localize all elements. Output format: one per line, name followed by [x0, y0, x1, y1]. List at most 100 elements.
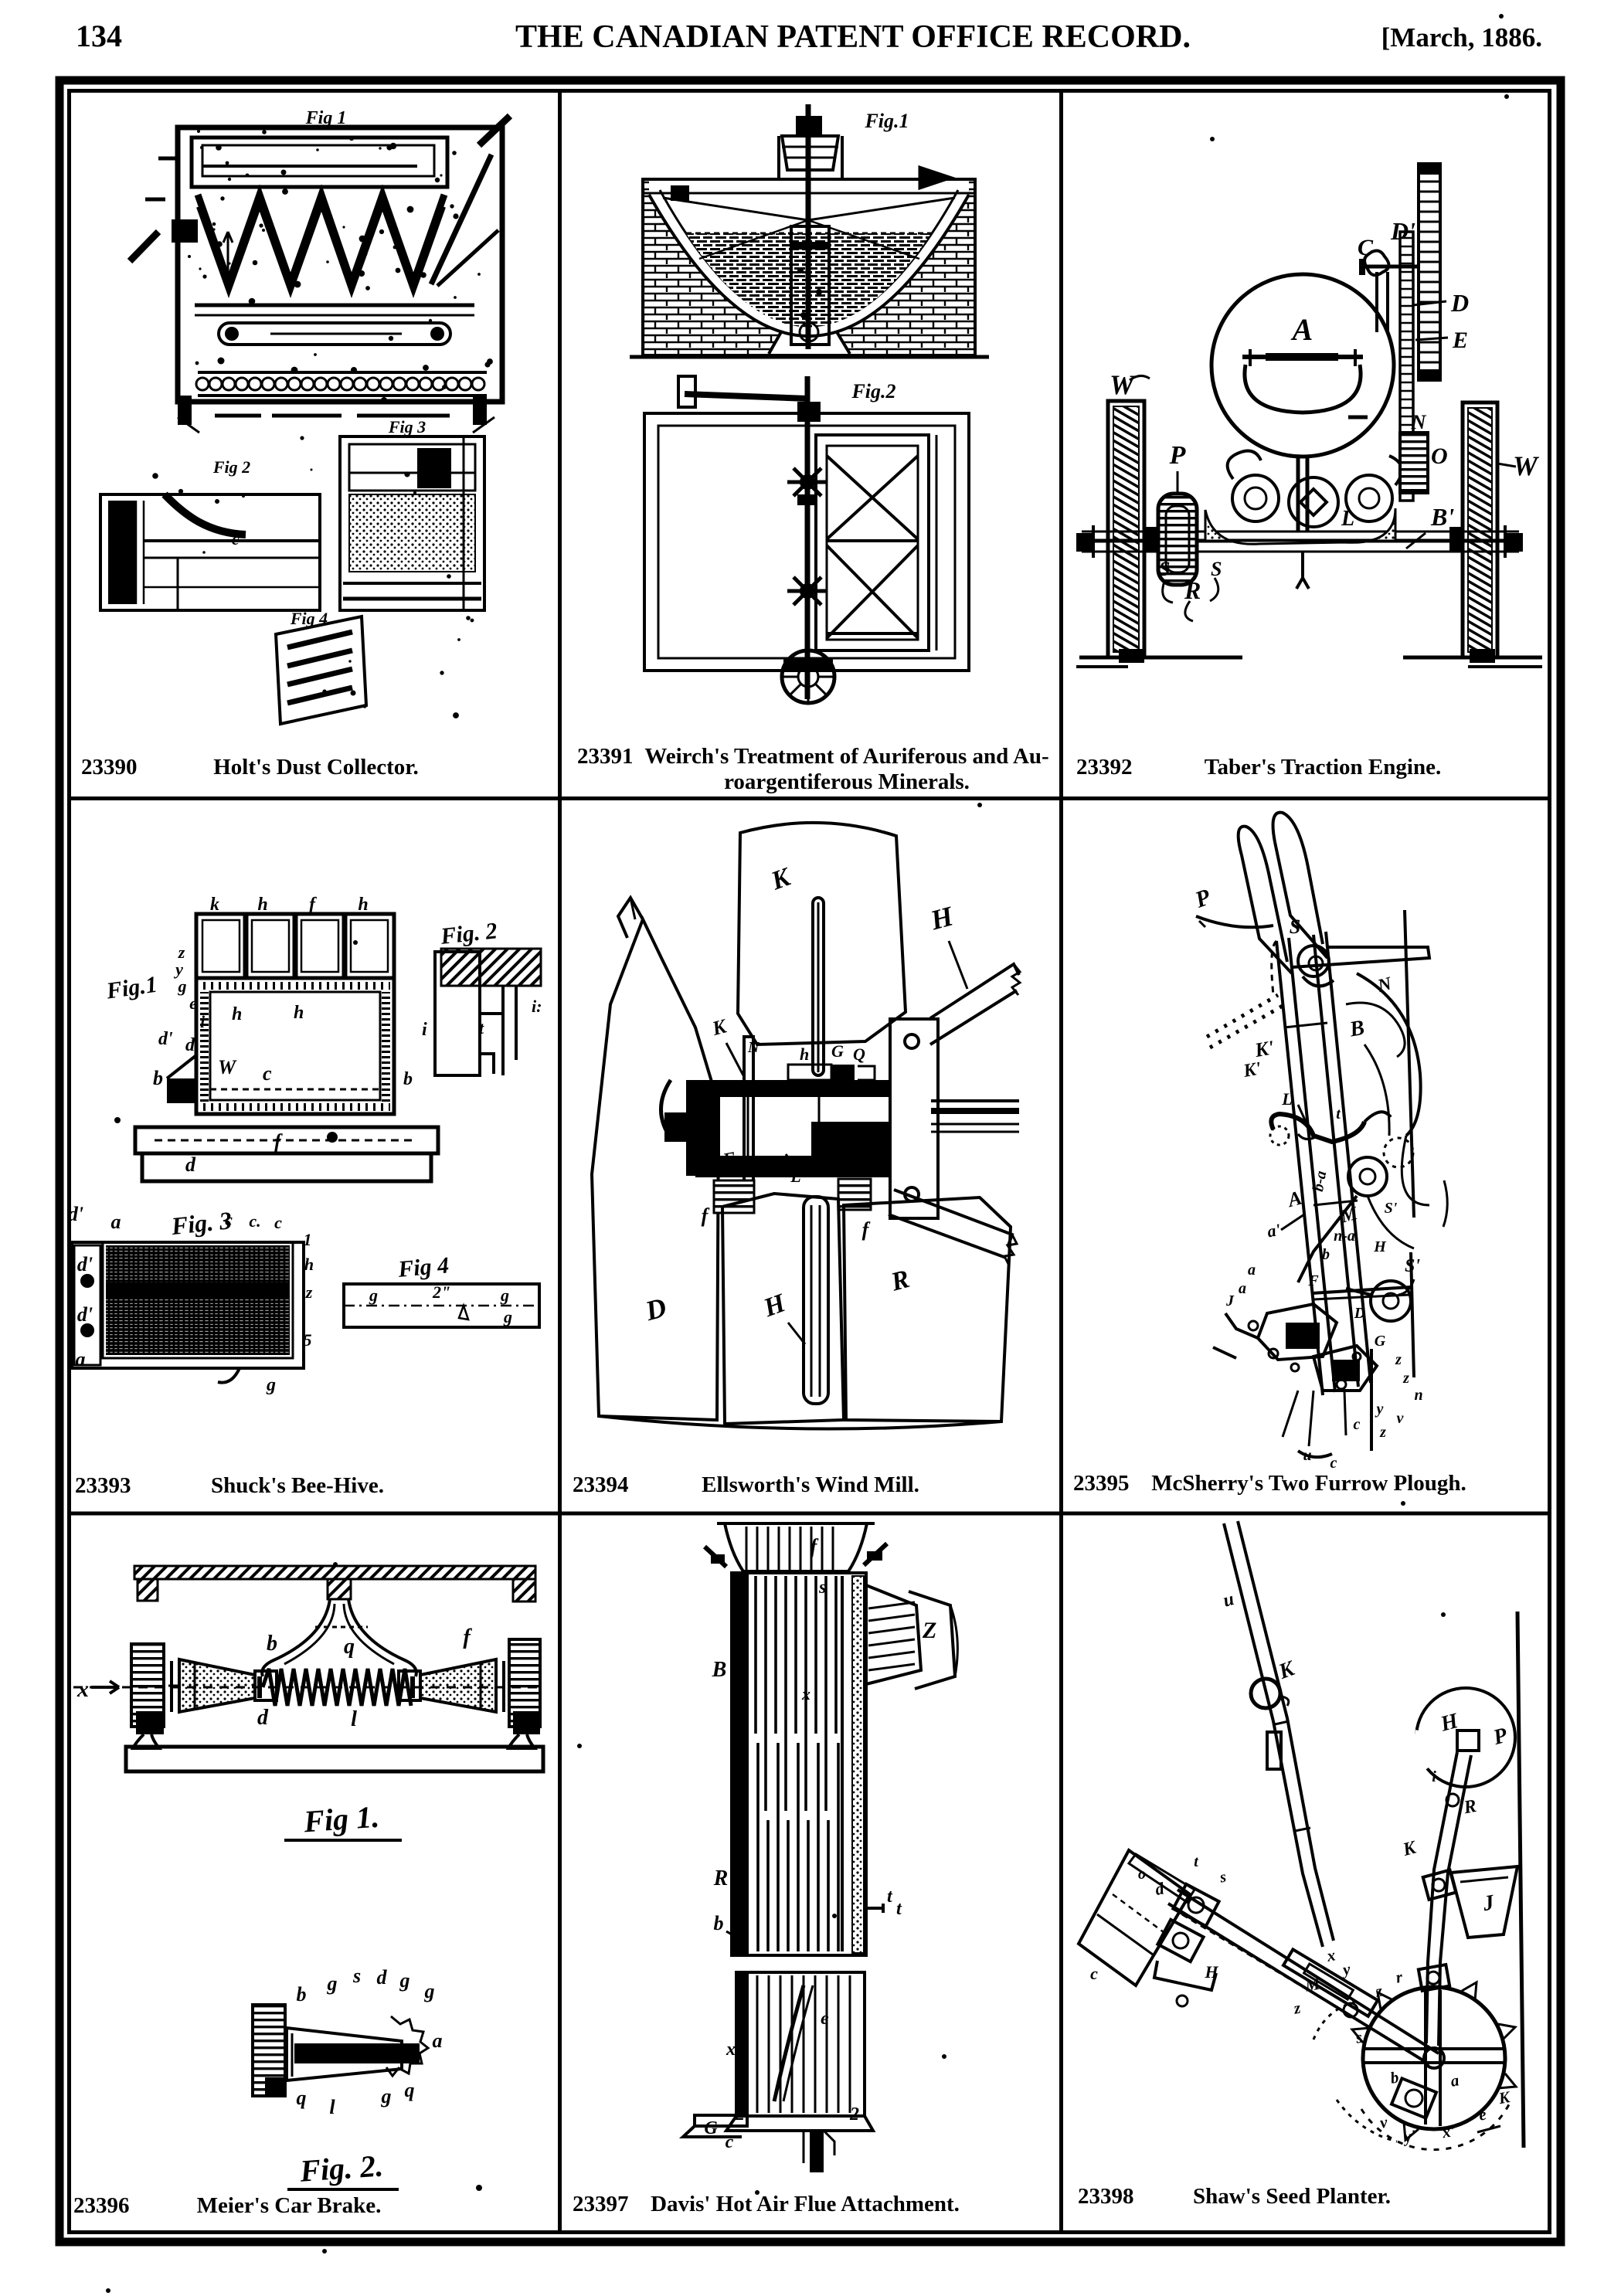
svg-text:R: R [713, 1866, 729, 1890]
svg-text:z: z [305, 1282, 313, 1302]
svg-text:23393: 23393 [75, 1473, 131, 1498]
svg-text:c: c [263, 1062, 272, 1085]
svg-text:h: h [294, 1003, 304, 1023]
svg-text:H: H [1373, 1238, 1387, 1255]
svg-text:b: b [267, 1632, 277, 1656]
svg-text:S: S [1159, 558, 1170, 580]
svg-text:c: c [274, 1213, 282, 1232]
svg-text:W: W [218, 1056, 237, 1078]
svg-text:Shaw's Seed Planter.: Shaw's Seed Planter. [1193, 2184, 1391, 2209]
svg-text:THE CANADIAN PATENT OFFICE REC: THE CANADIAN PATENT OFFICE RECORD. [515, 19, 1191, 55]
svg-text:d': d' [68, 1203, 83, 1225]
svg-text:D: D [1450, 289, 1469, 317]
svg-text:Fig 3: Fig 3 [388, 417, 426, 436]
svg-text:2": 2" [432, 1282, 450, 1302]
svg-text:h: h [358, 895, 368, 915]
svg-text:e: e [189, 993, 197, 1013]
svg-text:Fig.2: Fig.2 [851, 380, 895, 402]
svg-text:H: H [926, 900, 957, 936]
svg-text:A: A [1290, 312, 1313, 347]
svg-text:P: P [1490, 1723, 1511, 1750]
svg-text:Fig 4: Fig 4 [396, 1252, 450, 1282]
svg-text:t: t [1194, 1853, 1199, 1870]
svg-text:r: r [1395, 1967, 1405, 1986]
svg-text:K: K [766, 862, 795, 896]
svg-text:s: s [818, 1578, 826, 1598]
svg-text:G: G [704, 2118, 718, 2138]
svg-text:Weirch's Treatment of Aurifero: Weirch's Treatment of Auriferous and Au- [644, 744, 1048, 769]
svg-text:Shuck's Bee-Hive.: Shuck's Bee-Hive. [211, 1473, 384, 1498]
svg-text:c.: c. [249, 1211, 260, 1231]
svg-text:x: x [76, 1676, 89, 1702]
svg-text:u: u [1221, 1589, 1236, 1612]
svg-text:c: c [1090, 1964, 1098, 1983]
svg-text:q: q [297, 2087, 307, 2109]
svg-text:d: d [257, 1706, 269, 1730]
svg-text:n-a: n-a [1334, 1228, 1355, 1245]
svg-text:K: K [1497, 2087, 1513, 2108]
svg-text:z: z [1395, 1351, 1402, 1368]
svg-text:1: 1 [304, 1230, 312, 1249]
svg-text:g: g [178, 976, 187, 996]
svg-text:W: W [1110, 369, 1137, 400]
svg-text:D: D [641, 1292, 669, 1327]
svg-text:H: H [760, 1289, 790, 1323]
svg-text:Ellsworth's Wind Mill.: Ellsworth's Wind Mill. [702, 1472, 919, 1497]
svg-text:c: c [232, 529, 240, 549]
svg-text:g: g [399, 1969, 410, 1992]
svg-text:23391: 23391 [577, 744, 634, 769]
svg-text:Fig.1: Fig.1 [864, 110, 909, 132]
svg-text:E: E [1452, 328, 1468, 353]
svg-text:x: x [1325, 1945, 1337, 1965]
svg-text:L: L [1281, 1089, 1292, 1109]
svg-text:b: b [1389, 2067, 1401, 2087]
svg-text:J: J [1480, 1890, 1497, 1916]
svg-text:q: q [405, 2079, 415, 2101]
svg-text:B: B [1347, 1016, 1367, 1042]
svg-text:2: 2 [735, 2104, 745, 2124]
svg-text:o: o [1138, 1866, 1146, 1883]
svg-text:b: b [403, 1069, 413, 1089]
svg-text:d: d [377, 1966, 388, 1989]
svg-text:z: z [178, 943, 185, 962]
svg-text:23397: 23397 [573, 2192, 629, 2216]
svg-text:h: h [257, 895, 267, 915]
svg-text:23395: 23395 [1073, 1471, 1130, 1496]
svg-text:s: s [1218, 1869, 1228, 1887]
svg-text:x': x' [1440, 2121, 1456, 2142]
svg-text:g: g [369, 1286, 378, 1305]
svg-text:x: x [726, 2040, 736, 2060]
svg-text:t: t [1336, 1106, 1341, 1123]
svg-text:Davis' Hot Air Flue Attachment: Davis' Hot Air Flue Attachment. [651, 2192, 960, 2216]
svg-text:h: h [800, 1044, 809, 1064]
svg-text:i:: i: [532, 997, 542, 1016]
svg-text:x: x [801, 1684, 810, 1703]
svg-text:f: f [810, 1535, 819, 1557]
svg-text:Fig. 2: Fig. 2 [439, 918, 498, 949]
svg-text:g: g [500, 1286, 509, 1305]
svg-text:W: W [1513, 450, 1540, 481]
svg-text:b: b [297, 1983, 307, 2006]
svg-text:J: J [1225, 1292, 1235, 1309]
svg-text:a: a [76, 1348, 86, 1370]
svg-text:Meier's Car Brake.: Meier's Car Brake. [197, 2193, 382, 2218]
svg-text:S': S' [1385, 1200, 1398, 1217]
svg-text:134: 134 [76, 19, 122, 53]
svg-text:Taber's Traction Engine.: Taber's Traction Engine. [1205, 755, 1441, 779]
svg-text:q: q [344, 1635, 355, 1659]
svg-text:F: F [1307, 1272, 1319, 1289]
svg-text:23390: 23390 [81, 755, 138, 779]
svg-text:b: b [153, 1067, 163, 1089]
svg-text:d': d' [77, 1303, 93, 1326]
svg-text:c: c [726, 2132, 734, 2152]
svg-text:a: a [433, 2029, 443, 2052]
svg-text:Holt's Dust Collector.: Holt's Dust Collector. [213, 755, 419, 779]
svg-text:23396: 23396 [73, 2193, 130, 2218]
svg-text:R: R [1184, 576, 1201, 604]
svg-text:S': S' [1405, 1256, 1420, 1276]
svg-text:Z: Z [922, 1618, 936, 1643]
svg-text:roargentiferous Minerals.: roargentiferous Minerals. [724, 769, 970, 794]
svg-text:y': y' [1400, 2126, 1417, 2147]
svg-text:K': K' [1252, 1036, 1276, 1061]
svg-text:a: a [1449, 2070, 1461, 2090]
